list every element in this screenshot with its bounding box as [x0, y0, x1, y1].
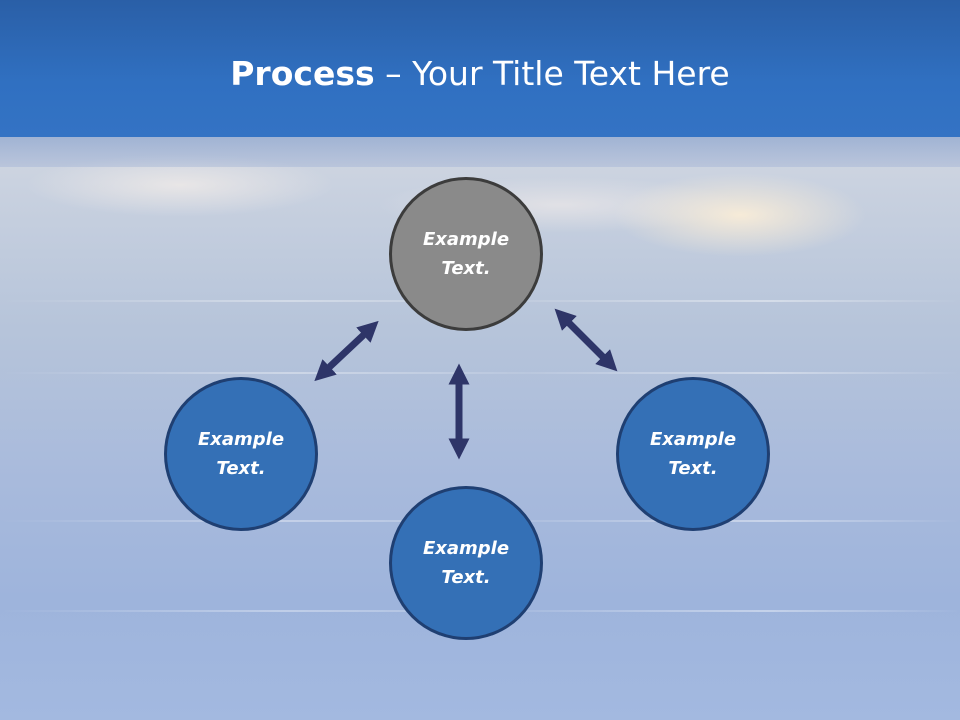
- process-node-top[interactable]: Example Text.: [389, 177, 543, 331]
- node-label: Example Text.: [197, 429, 285, 479]
- node-label: Example Text.: [649, 429, 737, 479]
- title-bar: [0, 0, 960, 137]
- process-node-right[interactable]: Example Text.: [616, 377, 770, 531]
- left-double-arrow: [314, 320, 379, 382]
- process-node-left[interactable]: Example Text.: [164, 377, 318, 531]
- sea-line: [0, 372, 960, 374]
- title-text: – Your Title Text Here: [374, 54, 730, 93]
- node-label: Example Text.: [422, 229, 510, 279]
- right-double-arrow: [554, 308, 618, 372]
- node-label: Example Text.: [422, 538, 510, 588]
- process-node-bottom[interactable]: Example Text.: [389, 486, 543, 640]
- slide-title[interactable]: Process – Your Title Text Here: [0, 52, 960, 96]
- title-bar-band: [0, 137, 960, 167]
- title-bold-text: Process: [230, 54, 375, 93]
